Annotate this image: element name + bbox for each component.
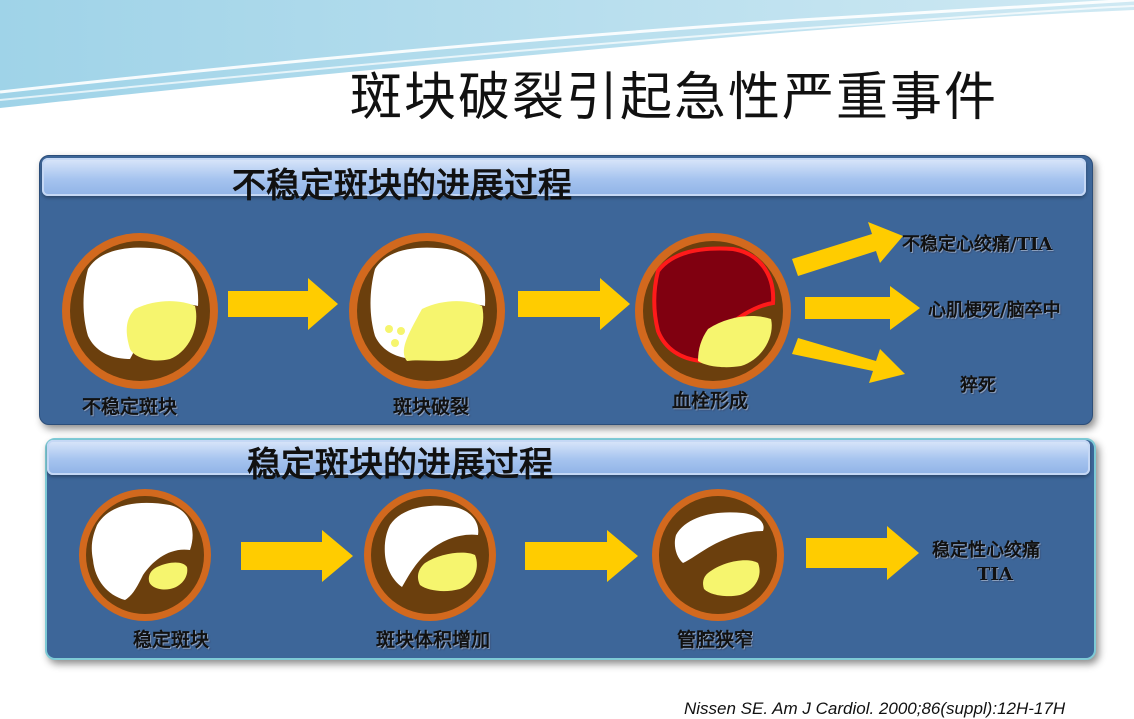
lipid-core — [148, 562, 188, 590]
lumen — [91, 502, 193, 600]
section-title-stable: 稳定斑块的进展过程 — [247, 445, 553, 485]
section-header-stable: 稳定斑块的进展过程 — [47, 440, 1090, 485]
outcome-label: TIA — [977, 564, 1013, 585]
lipid-core — [126, 301, 197, 361]
outcome-label: 稳定性心绞痛 — [932, 540, 1040, 561]
arrow-icon — [241, 530, 353, 582]
section-title-unstable: 不稳定斑块的进展过程 — [232, 166, 572, 206]
lumen — [83, 247, 199, 359]
lipid-core — [417, 552, 477, 592]
outcome-label: 猝死 — [960, 375, 996, 396]
arrow-icon — [228, 278, 338, 330]
stage-label: 管腔狭窄 — [677, 629, 754, 651]
arrow-icon — [792, 338, 905, 383]
lipid-particle — [385, 325, 393, 333]
arrow-icon — [806, 526, 919, 580]
vessel-thrombus — [635, 233, 791, 389]
arrow-icon — [518, 278, 630, 330]
arrow-icon — [792, 222, 903, 276]
stage-label: 斑块体积增加 — [376, 629, 491, 651]
stage-label: 血栓形成 — [672, 390, 749, 412]
vessel-unstable-plaque — [62, 233, 218, 389]
slide-title: 斑块破裂引起急性严重事件 — [350, 68, 999, 128]
outcome-label: 心肌梗死/脑卒中 — [928, 300, 1061, 321]
lipid-core — [698, 316, 772, 368]
vessel-stable-plaque — [79, 489, 211, 621]
lipid-core — [703, 560, 760, 597]
stage-label: 斑块破裂 — [393, 396, 470, 418]
arrow-icon — [805, 286, 920, 330]
section-header-unstable: 不稳定斑块的进展过程 — [42, 158, 1086, 206]
background-wave-decoration — [0, 0, 1134, 108]
vessel-lumen-stenosis — [652, 489, 784, 621]
unstable-diagram — [62, 222, 920, 389]
vessel-plaque-rupture — [349, 233, 505, 389]
lipid-particle — [391, 339, 399, 347]
arrow-icon — [525, 530, 638, 582]
lipid-core — [403, 301, 484, 361]
lipid-particle — [397, 327, 405, 335]
citation: Nissen SE. Am J Cardiol. 2000;86(suppl):… — [684, 699, 1066, 718]
vessel-plaque-growth — [364, 489, 496, 621]
stage-label: 不稳定斑块 — [82, 396, 178, 418]
lumen — [674, 512, 764, 563]
lumen — [384, 505, 479, 587]
unstable-plaque-panel: 不稳定斑块的进展过程 — [39, 155, 1093, 425]
stable-plaque-panel: 稳定斑块的进展过程 稳定斑块 斑块体积增加 管腔狭窄 稳定性心 — [45, 438, 1096, 660]
stage-label: 稳定斑块 — [133, 629, 210, 651]
stable-diagram — [79, 489, 919, 621]
outcome-label: 不稳定心绞痛/TIA — [902, 234, 1053, 255]
